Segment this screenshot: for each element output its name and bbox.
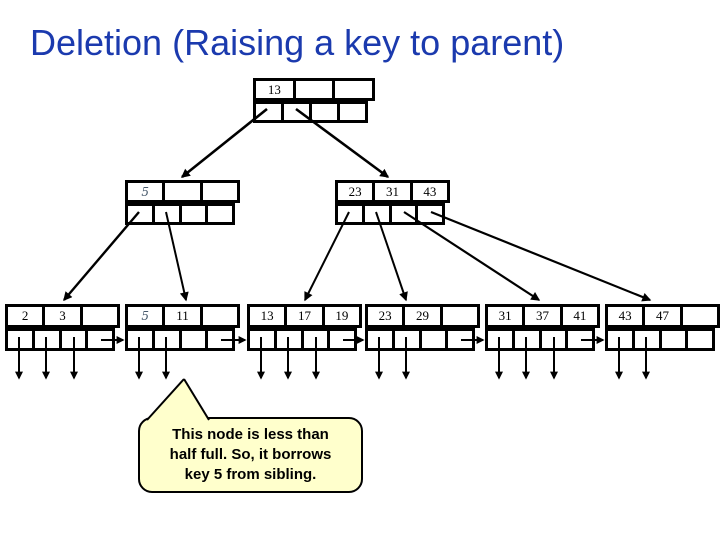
pointer-cell — [418, 331, 446, 348]
key-cell: 31 — [372, 183, 409, 200]
key-cell: 13 — [260, 308, 274, 323]
pointer-cell — [388, 206, 416, 222]
key-cell: 47 — [642, 307, 679, 325]
pointer-cell — [361, 206, 389, 222]
callout-line: This node is less than — [172, 426, 329, 443]
leaf2-keys-row: 5 11 — [125, 304, 240, 328]
pointer-cell — [309, 104, 337, 120]
internal-left-pointers-row — [125, 203, 235, 225]
pointer-cell — [178, 206, 206, 222]
pointer-cell — [250, 331, 274, 348]
leaf6-keys-row: 43 47 — [605, 304, 720, 328]
pointer-cell — [128, 206, 152, 222]
key-cell — [679, 307, 717, 325]
pointer-cell — [327, 331, 354, 348]
key-cell: 43 — [618, 308, 632, 323]
pointer-cell — [337, 104, 365, 120]
pointer-cell — [273, 331, 301, 348]
leaf4-pointers-row — [365, 328, 475, 351]
edge-internal-right-to-leaf3 — [304, 211, 350, 302]
key-cell-handwritten: 5 — [141, 184, 149, 199]
pointer-cell — [511, 331, 539, 348]
slide-title: Deletion (Raising a key to parent) — [30, 22, 565, 63]
pointer-cell — [338, 206, 362, 222]
pointer-cell — [391, 331, 419, 348]
key-cell: 37 — [522, 307, 559, 325]
key-cell: 31 — [498, 308, 512, 323]
pointer-cell — [415, 206, 442, 222]
key-cell — [199, 183, 237, 200]
pointer-cell — [31, 331, 59, 348]
pointer-cell — [58, 331, 86, 348]
key-cell: 23 — [378, 308, 392, 323]
leaf2-pointers-row — [125, 328, 235, 351]
internal-right-pointers-row — [335, 203, 445, 225]
pointer-cell — [128, 331, 152, 348]
pointer-cell — [281, 104, 309, 120]
leaf5-keys-row: 31 37 41 — [485, 304, 600, 328]
key-cell: 17 — [284, 307, 321, 325]
leaf5-pointers-row — [485, 328, 595, 351]
internal-right-keys-row: 23 31 43 — [335, 180, 450, 203]
leaf3-keys-row: 13 17 19 — [247, 304, 362, 328]
callout-tail-edge — [146, 378, 185, 421]
key-cell — [332, 81, 372, 98]
key-cell: 19 — [321, 307, 359, 325]
pointer-cell — [368, 331, 392, 348]
pointer-cell — [151, 331, 179, 348]
key-cell — [199, 307, 237, 325]
pointer-cell — [488, 331, 512, 348]
pointer-cell — [445, 331, 472, 348]
key-cell — [79, 307, 117, 325]
edge-internal-left-to-leaf2 — [165, 211, 189, 302]
pointer-cell — [151, 206, 179, 222]
internal-left-keys-row: 5 — [125, 180, 240, 203]
leaf3-pointers-row — [247, 328, 357, 351]
pointer-cell — [565, 331, 592, 348]
edge-internal-right-to-leaf6 — [430, 210, 652, 302]
key-cell: 2 — [21, 308, 29, 323]
leaf6-pointers-row — [605, 328, 715, 351]
pointer-cell — [178, 331, 206, 348]
key-cell: 41 — [559, 307, 597, 325]
callout-line: half full. So, it borrows — [169, 446, 332, 463]
pointer-cell — [256, 104, 281, 120]
key-cell — [162, 183, 199, 200]
leaf4-keys-row: 23 29 — [365, 304, 480, 328]
pointer-cell — [631, 331, 659, 348]
edge-internal-right-to-leaf4 — [375, 211, 408, 302]
callout-line: key 5 from sibling. — [184, 466, 317, 483]
root-node-pointers-row — [253, 101, 368, 123]
pointer-cell — [608, 331, 632, 348]
pointer-cell — [85, 331, 112, 348]
pointer-cell — [205, 331, 232, 348]
pointer-cell — [538, 331, 566, 348]
key-cell: 23 — [348, 183, 362, 199]
key-cell: 43 — [409, 183, 447, 200]
callout-bubble: This node is less than half full. So, it… — [138, 417, 363, 493]
key-cell-handwritten: 5 — [141, 309, 149, 323]
key-cell — [292, 81, 333, 98]
leaf1-keys-row: 2 3 — [5, 304, 120, 328]
key-cell: 3 — [42, 307, 79, 325]
pointer-cell — [8, 331, 32, 348]
edge-internal-right-to-leaf5 — [403, 211, 541, 301]
pointer-cell — [658, 331, 686, 348]
callout-tail-edge — [183, 378, 210, 421]
pointer-cell — [205, 206, 232, 222]
pointer-cell — [300, 331, 328, 348]
edge-internal-left-to-leaf1 — [63, 211, 140, 302]
key-cell: 11 — [162, 307, 199, 325]
key-cell: 13 — [267, 81, 281, 97]
root-node-keys-row: 13 — [253, 78, 375, 101]
leaf1-pointers-row — [5, 328, 115, 351]
callout-tail — [147, 379, 209, 421]
key-cell: 29 — [402, 307, 439, 325]
key-cell — [439, 307, 477, 325]
pointer-cell — [685, 331, 712, 348]
